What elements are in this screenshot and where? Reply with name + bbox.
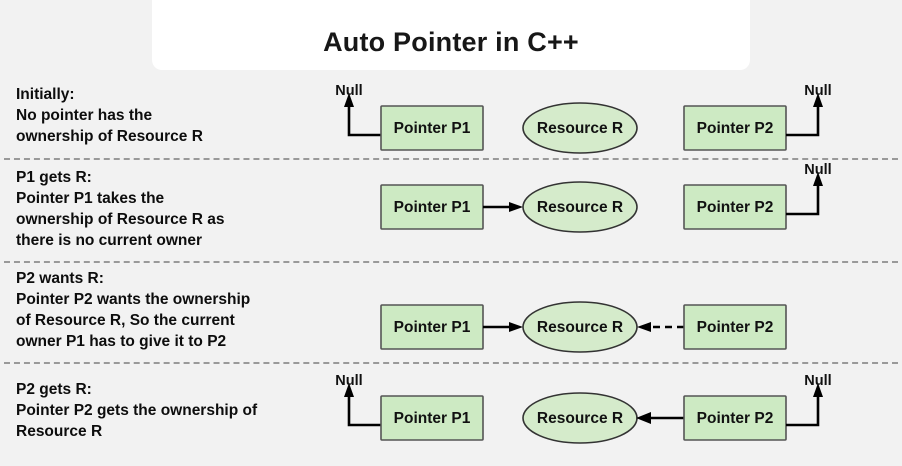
row-p2-gets-r-heading: P2 gets R: [16,381,92,398]
pointer-p1-label-initially: Pointer P1 [394,120,471,137]
row-p2-gets-r-diagram: Null Pointer P1 Resource R Pointer P2 Nu… [335,373,832,444]
row-p2-gets-r-description: P2 gets R: Pointer P2 gets the ownership… [16,379,326,442]
row-p1-gets-r-description: P1 gets R: Pointer P1 takes the ownershi… [16,167,326,251]
resource-r-label-initially: Resource R [537,120,623,137]
resource-r-label-p2-gets-r: Resource R [537,410,623,427]
row-p1-gets-r-body: Pointer P1 takes the ownership of Resour… [16,190,225,249]
page-title: Auto Pointer in C++ [323,27,579,57]
pointer-p2-label-p2-wants-r: Pointer P2 [697,319,774,336]
pointer-p2-box-initially[interactable] [683,105,787,151]
row-initially-heading: Initially: [16,86,75,103]
pointer-p2-label-p1-gets-r: Pointer P2 [697,199,774,216]
resource-r-label-p1-gets-r: Resource R [537,199,623,216]
p1-null-label-p2-gets-r: Null [335,373,362,389]
row-initially-description: Initially: No pointer has the ownership … [16,84,326,147]
p1-null-arrow-p2-gets-r [344,383,381,427]
pointer-p1-label-p2-wants-r: Pointer P1 [394,319,471,336]
row-p2-wants-r-heading: P2 wants R: [16,270,104,287]
row-p1-gets-r-diagram: Pointer P1 Resource R Pointer P2 Null [380,162,832,233]
row-p2-wants-r-description: P2 wants R: Pointer P2 wants the ownersh… [16,268,326,352]
row-initially-body: No pointer has the ownership of Resource… [16,107,203,145]
p2-null-label-initially: Null [804,83,831,99]
pointer-p2-label-initially: Pointer P2 [697,120,774,137]
pointer-p1-box-initially[interactable] [380,105,484,151]
p2-null-label-p1-gets-r: Null [804,162,831,178]
p2-owns-arrow-p2-gets-r [636,412,684,424]
pointer-p1-box-p2-gets-r[interactable] [380,395,484,441]
p1-owns-arrow-p2-wants-r [483,322,523,332]
row-separator-1 [4,158,898,160]
row-separator-3 [4,362,898,364]
p2-wants-dashed-arrow-p2-wants-r [637,322,684,332]
resource-r-ellipse-initially[interactable] [522,102,638,154]
pointer-p2-label-p2-gets-r: Pointer P2 [697,410,774,427]
row-p2-wants-r-body: Pointer P2 wants the ownership of Resour… [16,291,251,350]
pointer-p1-label-p1-gets-r: Pointer P1 [394,199,471,216]
row-initially-diagram: Null Pointer P1 Resource R Pointer P2 Nu… [335,83,832,154]
resource-r-ellipse-p1-gets-r[interactable] [522,181,638,233]
pointer-p2-box-p2-wants-r[interactable] [683,304,787,350]
row-p1-gets-r-heading: P1 gets R: [16,169,92,186]
p2-null-arrow-p1-gets-r [786,172,823,216]
resource-r-label-p2-wants-r: Resource R [537,319,623,336]
pointer-p2-box-p2-gets-r[interactable] [683,395,787,441]
row-separator-2 [4,261,898,263]
row-p2-gets-r-body: Pointer P2 gets the ownership of Resourc… [16,402,258,440]
p2-null-label-p2-gets-r: Null [804,373,831,389]
p2-null-arrow-p2-gets-r [786,383,823,427]
p1-null-label-initially: Null [335,83,362,99]
title-banner: Auto Pointer in C++ [152,0,750,70]
p1-null-arrow-initially [344,93,381,137]
row-p2-wants-r-diagram: Pointer P1 Resource R Pointer P2 [380,301,787,353]
p1-owns-arrow-p1-gets-r [483,202,523,212]
p2-null-arrow-initially [786,93,823,137]
pointer-p1-label-p2-gets-r: Pointer P1 [394,410,471,427]
pointer-p2-box-p1-gets-r[interactable] [683,184,787,230]
